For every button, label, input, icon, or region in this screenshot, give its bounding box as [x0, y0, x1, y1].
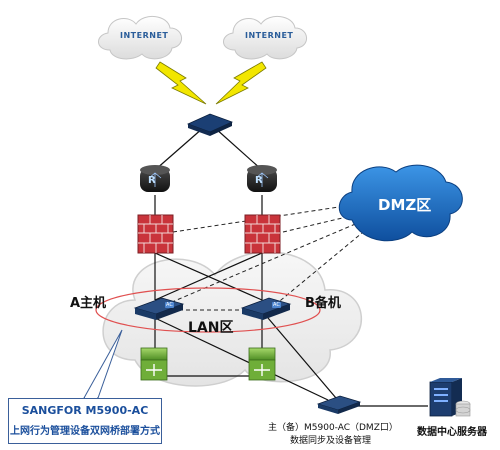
datacenter-label: 数据中心服务器	[417, 427, 487, 438]
dmz-dashed-links	[164, 204, 369, 311]
router-label-left: R	[148, 175, 156, 186]
router-label-right: R	[255, 175, 263, 186]
disk-stack-icon	[455, 400, 471, 417]
firewall-icon-right	[244, 214, 281, 254]
internet-label-left: INTERNET	[120, 31, 169, 40]
core-switch-left	[140, 347, 168, 381]
host-a-label: A主机	[70, 296, 107, 311]
firewall-icon-left	[137, 214, 174, 254]
ac-device-b	[240, 297, 292, 320]
sync-device-sublabel: 数据同步及设备管理	[290, 436, 372, 446]
lan-label: LAN区	[188, 320, 234, 336]
ac-device-a	[133, 297, 185, 320]
internet-switch-icon	[186, 113, 234, 136]
host-b-label: B备机	[305, 296, 341, 311]
sync-device-label: 主（备）M5900-AC（DMZ口）	[268, 423, 398, 433]
internet-label-right: INTERNET	[245, 31, 294, 40]
ac-badge-a: AC	[166, 302, 173, 308]
ac-badge-b: AC	[273, 302, 280, 308]
caption-box: SANGFOR M5900-AC 上网行为管理设备双网桥部署方式	[8, 398, 162, 444]
dmz-cloud	[338, 164, 463, 242]
internet-cloud-right	[223, 16, 307, 60]
lightning-icons	[155, 61, 267, 105]
lan-zone-ellipse	[95, 287, 321, 333]
caption-subtitle: 上网行为管理设备双网桥部署方式	[10, 426, 160, 437]
internet-cloud-left	[98, 16, 182, 60]
caption-pointer	[83, 329, 123, 399]
dmz-label: DMZ区	[378, 196, 432, 214]
caption-title: SANGFOR M5900-AC	[21, 404, 149, 417]
router-icon-left	[140, 165, 170, 192]
core-switch-right	[248, 347, 276, 381]
sync-device	[316, 395, 362, 414]
router-icon-right	[247, 165, 277, 192]
